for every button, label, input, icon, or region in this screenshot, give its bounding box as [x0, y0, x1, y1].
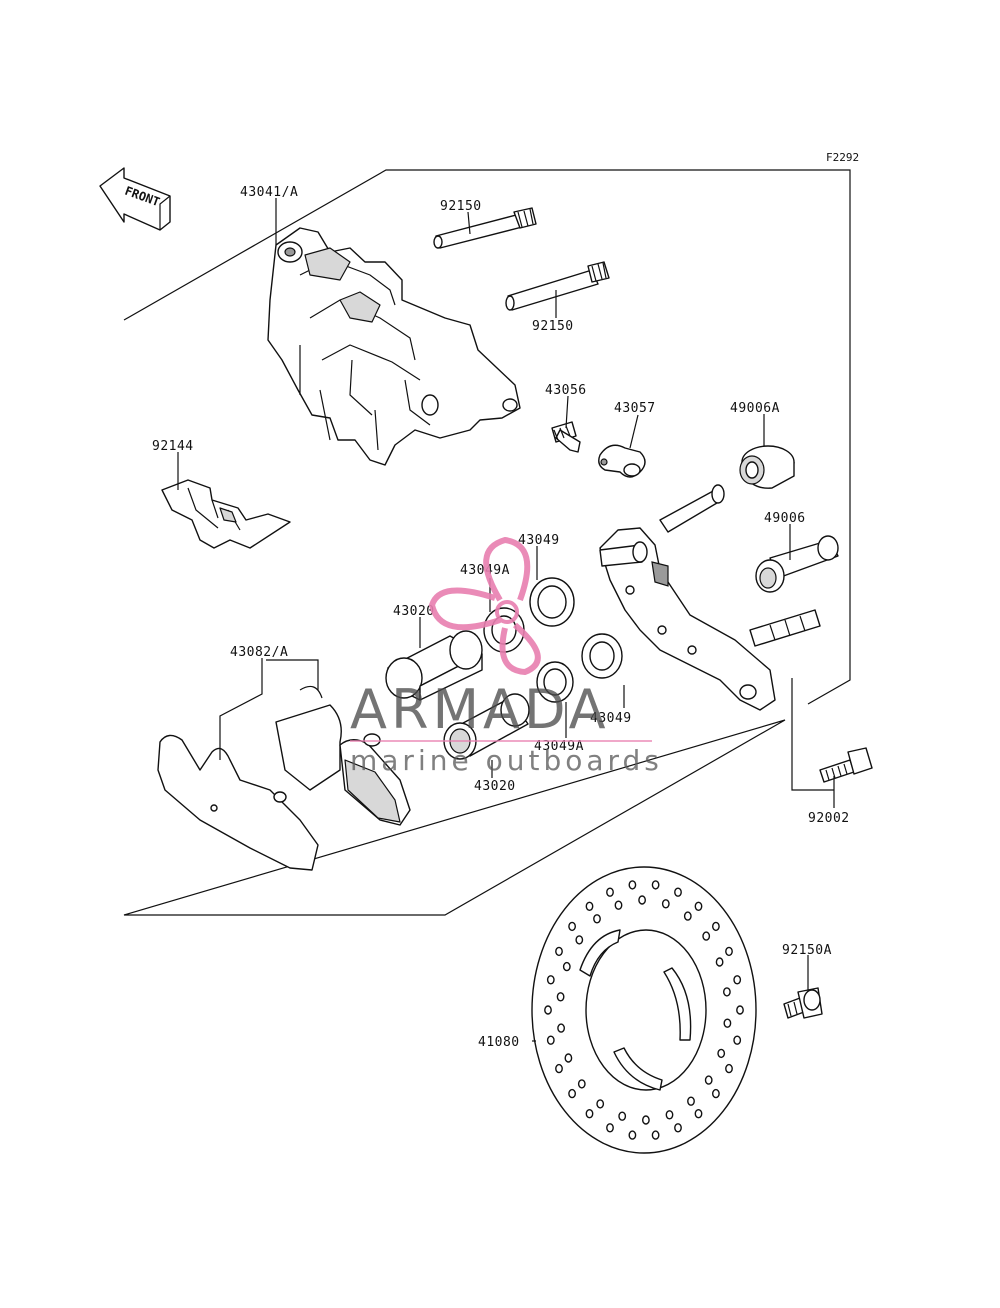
disc-hole [683, 911, 692, 921]
label-bleeder: 43056 [545, 383, 587, 398]
label-boot: 49006 [764, 511, 806, 526]
boot-a [739, 445, 795, 489]
disc-hole [577, 1079, 586, 1089]
pad-spring [161, 479, 291, 549]
bleeder-cap [598, 444, 646, 478]
disc-hole [614, 900, 623, 910]
disc-hole [694, 901, 703, 911]
brake-pad-left [275, 685, 342, 791]
disc-hole [568, 921, 576, 932]
disc-hole [628, 880, 637, 890]
disc-hole [564, 1053, 573, 1063]
piston-upper [385, 630, 483, 701]
disc-hole [651, 880, 660, 890]
caliper-body [267, 227, 521, 466]
disc-hole [723, 1018, 732, 1028]
disc-hole [725, 946, 733, 957]
disc-hole [725, 1063, 733, 1074]
label-seal-a-lower: 43049A [534, 739, 584, 754]
label-caliper: 43041/A [240, 185, 298, 200]
watermark-brand: ARMADA [350, 678, 610, 741]
disc-hole [546, 975, 555, 985]
disc-hole [628, 1130, 637, 1140]
disc-hole [575, 935, 584, 945]
disc-hole [712, 1088, 720, 1099]
disc-hole [606, 1123, 614, 1133]
disc-bolt [783, 987, 823, 1019]
disc-hole [717, 1048, 726, 1059]
seal-43049-lower [581, 633, 623, 679]
disc-hole [651, 1130, 660, 1140]
label-pad-set: 43082/A [230, 645, 288, 660]
disc-hole [715, 957, 724, 967]
disc-hole [674, 1123, 682, 1133]
guide-pin-lower [505, 261, 610, 311]
disc-hole [557, 1023, 565, 1033]
label-boot-a: 49006A [730, 401, 780, 416]
label-pin-lower: 92150 [532, 319, 574, 334]
disc-hole [694, 1108, 703, 1119]
seal-43049-upper [529, 577, 575, 627]
label-seal-upper: 43049 [518, 533, 560, 548]
disc-hole [733, 1035, 742, 1045]
disc-hole [585, 1108, 594, 1119]
boot [755, 535, 839, 593]
guide-pin-upper [433, 207, 537, 249]
disc-hole [712, 921, 720, 932]
disc-hole [596, 1099, 605, 1109]
disc-hole [723, 987, 731, 997]
seal-43049a-lower [536, 661, 574, 703]
watermark-tagline: marine outboards [350, 744, 663, 777]
disc-hole [661, 899, 670, 909]
brake-pad-right [339, 733, 411, 826]
disc-hole [593, 914, 601, 924]
disc-hole [544, 1005, 552, 1015]
disc-hole [555, 1063, 563, 1074]
disc-hole [618, 1111, 627, 1121]
disc-hole [562, 961, 571, 972]
disc-hole [674, 887, 682, 897]
label-pad-spring: 92144 [152, 439, 194, 454]
label-disc-bolt: 92150A [782, 943, 832, 958]
disc-holes [544, 880, 744, 1140]
label-disc: 41080 [478, 1035, 520, 1050]
label-bolt: 92002 [808, 811, 850, 826]
caliper-bracket [599, 484, 821, 711]
bolt-92002 [819, 747, 873, 783]
disc-hole [568, 1088, 576, 1099]
label-seal-lower: 43049 [590, 711, 632, 726]
assembly-boundary [123, 169, 851, 916]
disc-hole [665, 1110, 674, 1120]
disc-hole [546, 1035, 555, 1045]
disc-hole [642, 1115, 650, 1125]
disc-hole [687, 1096, 695, 1106]
disc-hole [704, 1075, 713, 1085]
disc-hole [638, 895, 646, 905]
bleeder-valve [551, 421, 581, 453]
disc-hole [606, 887, 614, 897]
front-arrow-icon: FRONT [99, 167, 171, 231]
watermark: ARMADA marine outboards [350, 536, 663, 777]
label-piston-upper: 43020 [393, 604, 435, 619]
propeller-logo-icon [428, 536, 541, 676]
disc-hole [585, 901, 594, 911]
label-piston-lower: 43020 [474, 779, 516, 794]
disc-hole [702, 931, 711, 941]
disc-hole [736, 1005, 744, 1015]
disc-hole [733, 975, 742, 985]
disc-hole [555, 946, 563, 957]
disc-hole [556, 992, 565, 1002]
brake-disc [531, 866, 757, 1154]
figure-code: F2292 [826, 151, 859, 164]
label-pin-upper: 92150 [440, 199, 482, 214]
label-bleeder-cap: 43057 [614, 401, 656, 416]
